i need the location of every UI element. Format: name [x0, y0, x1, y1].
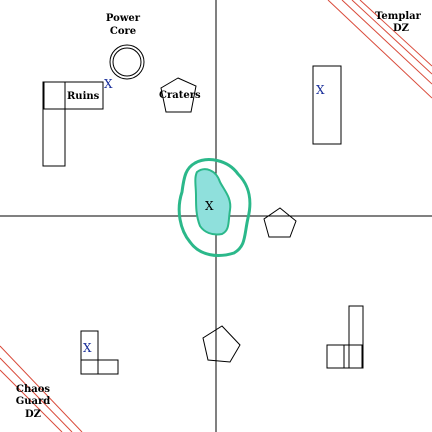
chaos-dz-label-line3: DZ	[25, 409, 41, 420]
power-core-label-line1: Power	[106, 13, 141, 24]
crater-bottom	[202, 325, 241, 363]
chaos-dz-label-line1: Chaos	[16, 384, 50, 395]
right-objective-marker: X	[316, 83, 325, 97]
ruins-objective-marker: X	[104, 77, 113, 91]
lower-left-objective-marker: X	[83, 341, 92, 355]
ruins-label: Ruins	[67, 91, 100, 102]
power-core	[109, 44, 145, 80]
chaos-dz-label-line2: Guard	[16, 396, 51, 407]
power-core-label-line2: Core	[110, 26, 136, 37]
craters-label: Craters	[159, 90, 201, 101]
chaos-guard-dz-lines	[0, 345, 83, 432]
right-building	[312, 65, 342, 145]
ruins-terrain	[42, 81, 104, 167]
lower-left-building	[80, 330, 119, 375]
lower-right-building	[326, 305, 364, 369]
crater-top	[160, 77, 197, 113]
center-zone-outline	[177, 158, 252, 257]
center-objective-marker: X	[205, 199, 214, 213]
crater-right	[263, 207, 297, 238]
templar-dz-label-line2: DZ	[393, 23, 409, 34]
templar-dz-label-line1: Templar	[375, 11, 422, 22]
center-zone-inner-edge	[194, 168, 232, 236]
templar-dz-lines	[327, 0, 432, 99]
